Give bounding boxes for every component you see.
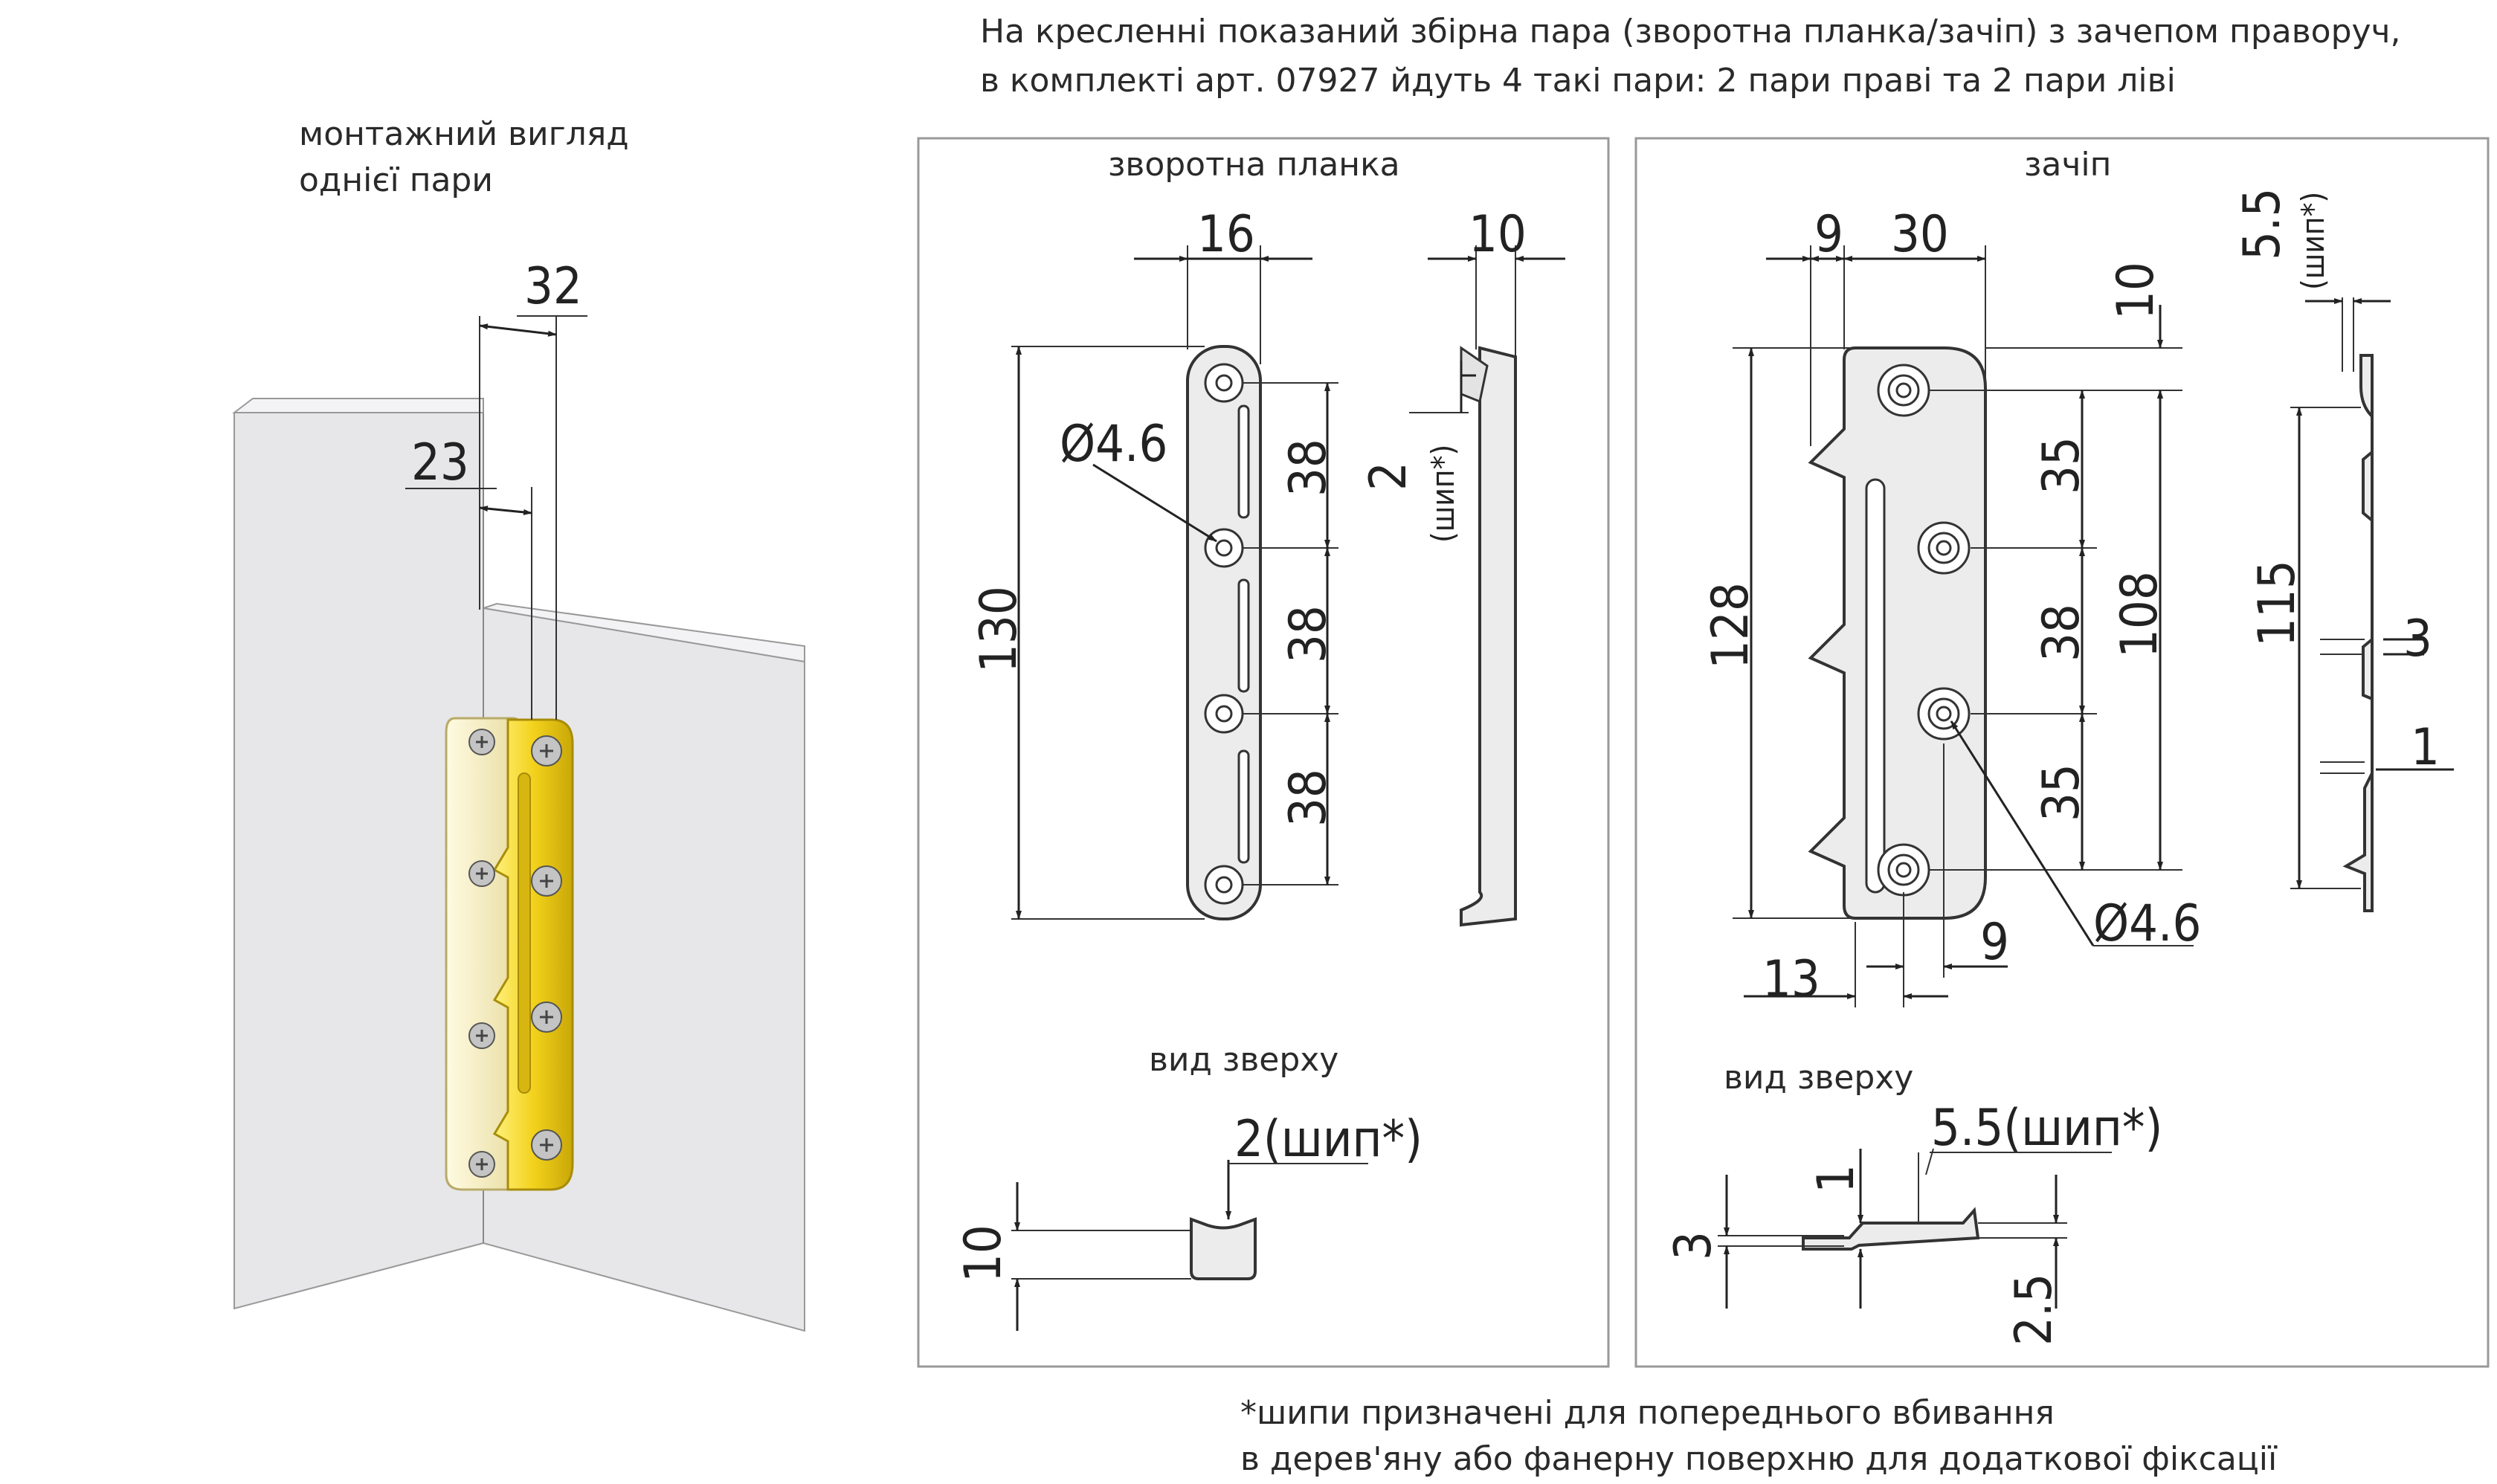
back-plate-dim-130: 130 bbox=[970, 586, 1028, 673]
back-plate-dim-spike: 2 bbox=[1359, 462, 1418, 491]
back-plate-title: зворотна планка bbox=[1108, 146, 1400, 184]
footnote-line1: *шипи призначені для попереднього вбиван… bbox=[1240, 1394, 2055, 1432]
hook-dim-10: 10 bbox=[2107, 262, 2165, 320]
hook-dim-30: 30 bbox=[1891, 205, 1949, 264]
hook-dim-13: 13 bbox=[1762, 950, 1820, 1009]
hook-top-dim-2-5: 2.5 bbox=[2005, 1274, 2063, 1346]
hook-dim-35-1: 35 bbox=[2032, 436, 2091, 494]
hook-dim-35-2: 35 bbox=[2032, 764, 2091, 822]
mounted-hook bbox=[492, 718, 574, 1191]
hook-dim-115: 115 bbox=[2248, 560, 2307, 647]
mount-dim-32: 32 bbox=[524, 257, 582, 316]
back-plate-dim-38-3: 38 bbox=[1279, 769, 1338, 827]
hook-top-dim-5-5: 5.5(шип*) bbox=[1931, 1099, 2162, 1158]
mount-view-caption-line1: монтажний вигляд bbox=[299, 115, 629, 153]
hook-title: зачіп bbox=[2024, 146, 2112, 184]
back-plate-panel-frame bbox=[917, 137, 1610, 1368]
hook-dim-38: 38 bbox=[2032, 604, 2091, 662]
back-plate-dim-10: 10 bbox=[1469, 205, 1527, 264]
back-panel-top-face bbox=[232, 398, 484, 413]
back-plate-top-view-label: вид зверху bbox=[1149, 1041, 1339, 1079]
hook-top-dim-1: 1 bbox=[1807, 1164, 1866, 1193]
hook-top-view: 3 1 5.5(шип*) 2.5 bbox=[1664, 1099, 2162, 1346]
back-plate-dim-38-1: 38 bbox=[1279, 439, 1338, 497]
mount-dim-23: 23 bbox=[411, 433, 469, 492]
back-plate-side-view: 10 2 (шип*) bbox=[1359, 205, 1565, 927]
header-note-line2: в комплекті арт. 07927 йдуть 4 такі пари… bbox=[980, 62, 2176, 100]
back-plate-dim-38-2: 38 bbox=[1279, 605, 1338, 663]
header-note-line1: На кресленні показаний збірна пара (звор… bbox=[980, 13, 2401, 51]
back-plate-dim-spike-note: (шип*) bbox=[1425, 445, 1461, 543]
hook-top-view-label: вид зверху bbox=[1724, 1059, 1914, 1097]
mount-view-illustration: 32 23 bbox=[232, 257, 805, 1332]
back-plate-top-view: 10 2(шип*) bbox=[954, 1110, 1423, 1331]
hook-panel-frame bbox=[1634, 137, 2490, 1368]
hook-dim-1: 1 bbox=[2411, 718, 2440, 777]
back-plate-front-view: 16 130 38 38 38 Ø4.6 bbox=[970, 205, 1338, 920]
hook-dim-108: 108 bbox=[2110, 571, 2169, 658]
hook-side-view: 5.5 (шип*) 115 3 1 bbox=[2233, 188, 2454, 912]
hook-dim-9: 9 bbox=[1814, 205, 1843, 264]
hook-dim-9-bottom: 9 bbox=[1980, 913, 2009, 972]
hook-dim-5-5: 5.5 bbox=[2233, 188, 2292, 260]
hook-dim-diameter: Ø4.6 bbox=[2093, 894, 2201, 953]
back-plate-top-dim-10: 10 bbox=[954, 1225, 1013, 1283]
hook-dim-3: 3 bbox=[2403, 610, 2432, 668]
hook-front-view: 9 30 10 128 35 38 35 108 13 bbox=[1701, 205, 2201, 1009]
hook-top-dim-3: 3 bbox=[1664, 1231, 1723, 1260]
back-plate-top-dim-spike: 2(шип*) bbox=[1234, 1110, 1423, 1169]
back-plate-dim-16: 16 bbox=[1197, 205, 1255, 264]
hook-dim-5-5-note: (шип*) bbox=[2295, 192, 2331, 290]
mount-view-caption-line2: однієї пари bbox=[299, 161, 493, 199]
back-plate-dim-diameter: Ø4.6 bbox=[1060, 415, 1167, 474]
hook-dim-128: 128 bbox=[1701, 582, 1760, 669]
footnote-line2: в дерев'яну або фанерну поверхню для дод… bbox=[1240, 1440, 2278, 1478]
